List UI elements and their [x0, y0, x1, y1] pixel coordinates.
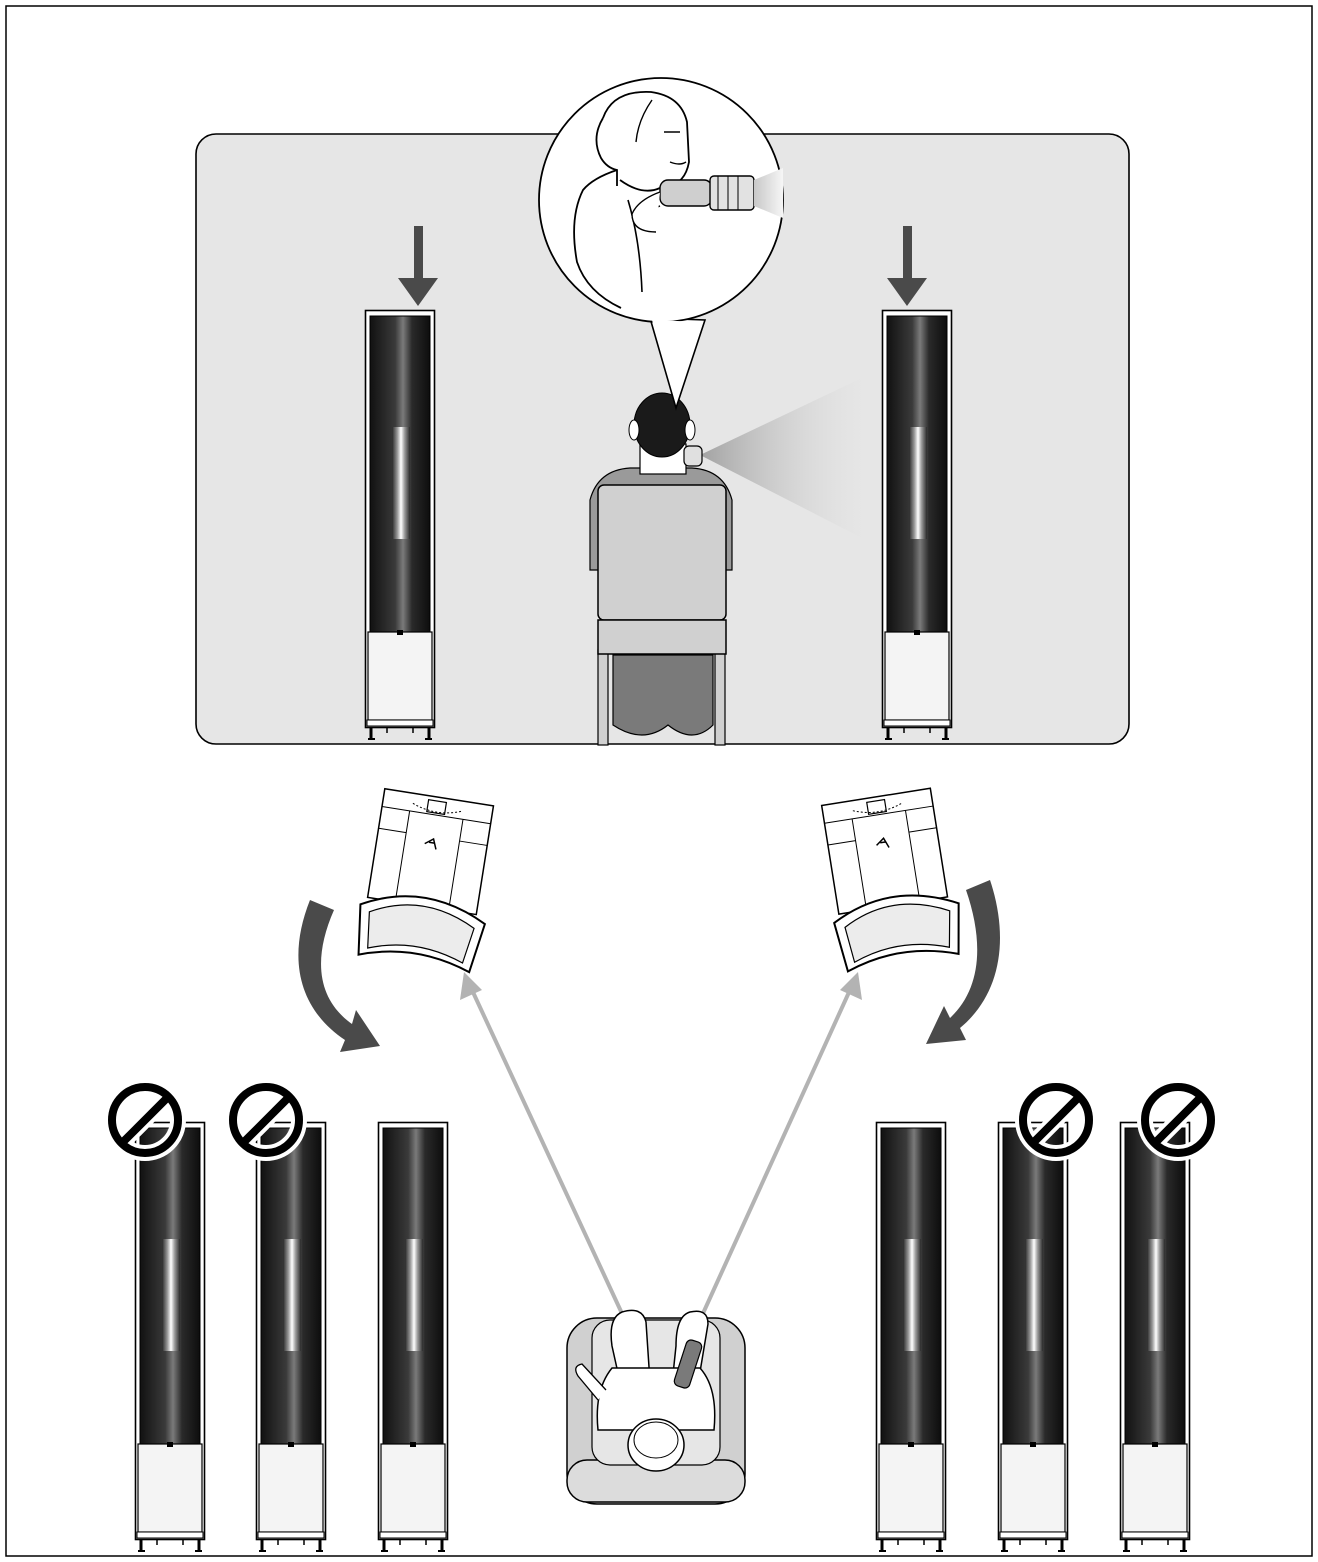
callout-closeup [538, 77, 784, 411]
speaker-L2 [255, 1121, 327, 1553]
down-arrow-icon [398, 226, 438, 306]
listener-seated-back-view [589, 392, 733, 746]
curved-rotation-arrow-icon [926, 880, 1000, 1044]
light-beam [700, 376, 866, 540]
speaker-top-right [881, 309, 953, 741]
down-arrow-icon [887, 226, 927, 306]
room-front-view [195, 77, 1130, 746]
flashlight-icon [659, 179, 713, 207]
speaker-R2 [997, 1121, 1069, 1553]
speaker-R1 [875, 1121, 947, 1553]
speaker-L1 [134, 1121, 206, 1553]
listener-armchair-top-view [566, 1309, 746, 1505]
curved-rotation-arrow-icon [298, 900, 380, 1052]
speaker-L3 [377, 1121, 449, 1553]
speaker-R3 [1119, 1121, 1191, 1553]
sight-line-arrow-icon [698, 972, 862, 1321]
speaker-top-left [364, 309, 436, 741]
flashlight-icon [683, 445, 703, 467]
flashlight-icon [673, 1339, 703, 1389]
sight-line-arrow-icon [460, 972, 627, 1321]
